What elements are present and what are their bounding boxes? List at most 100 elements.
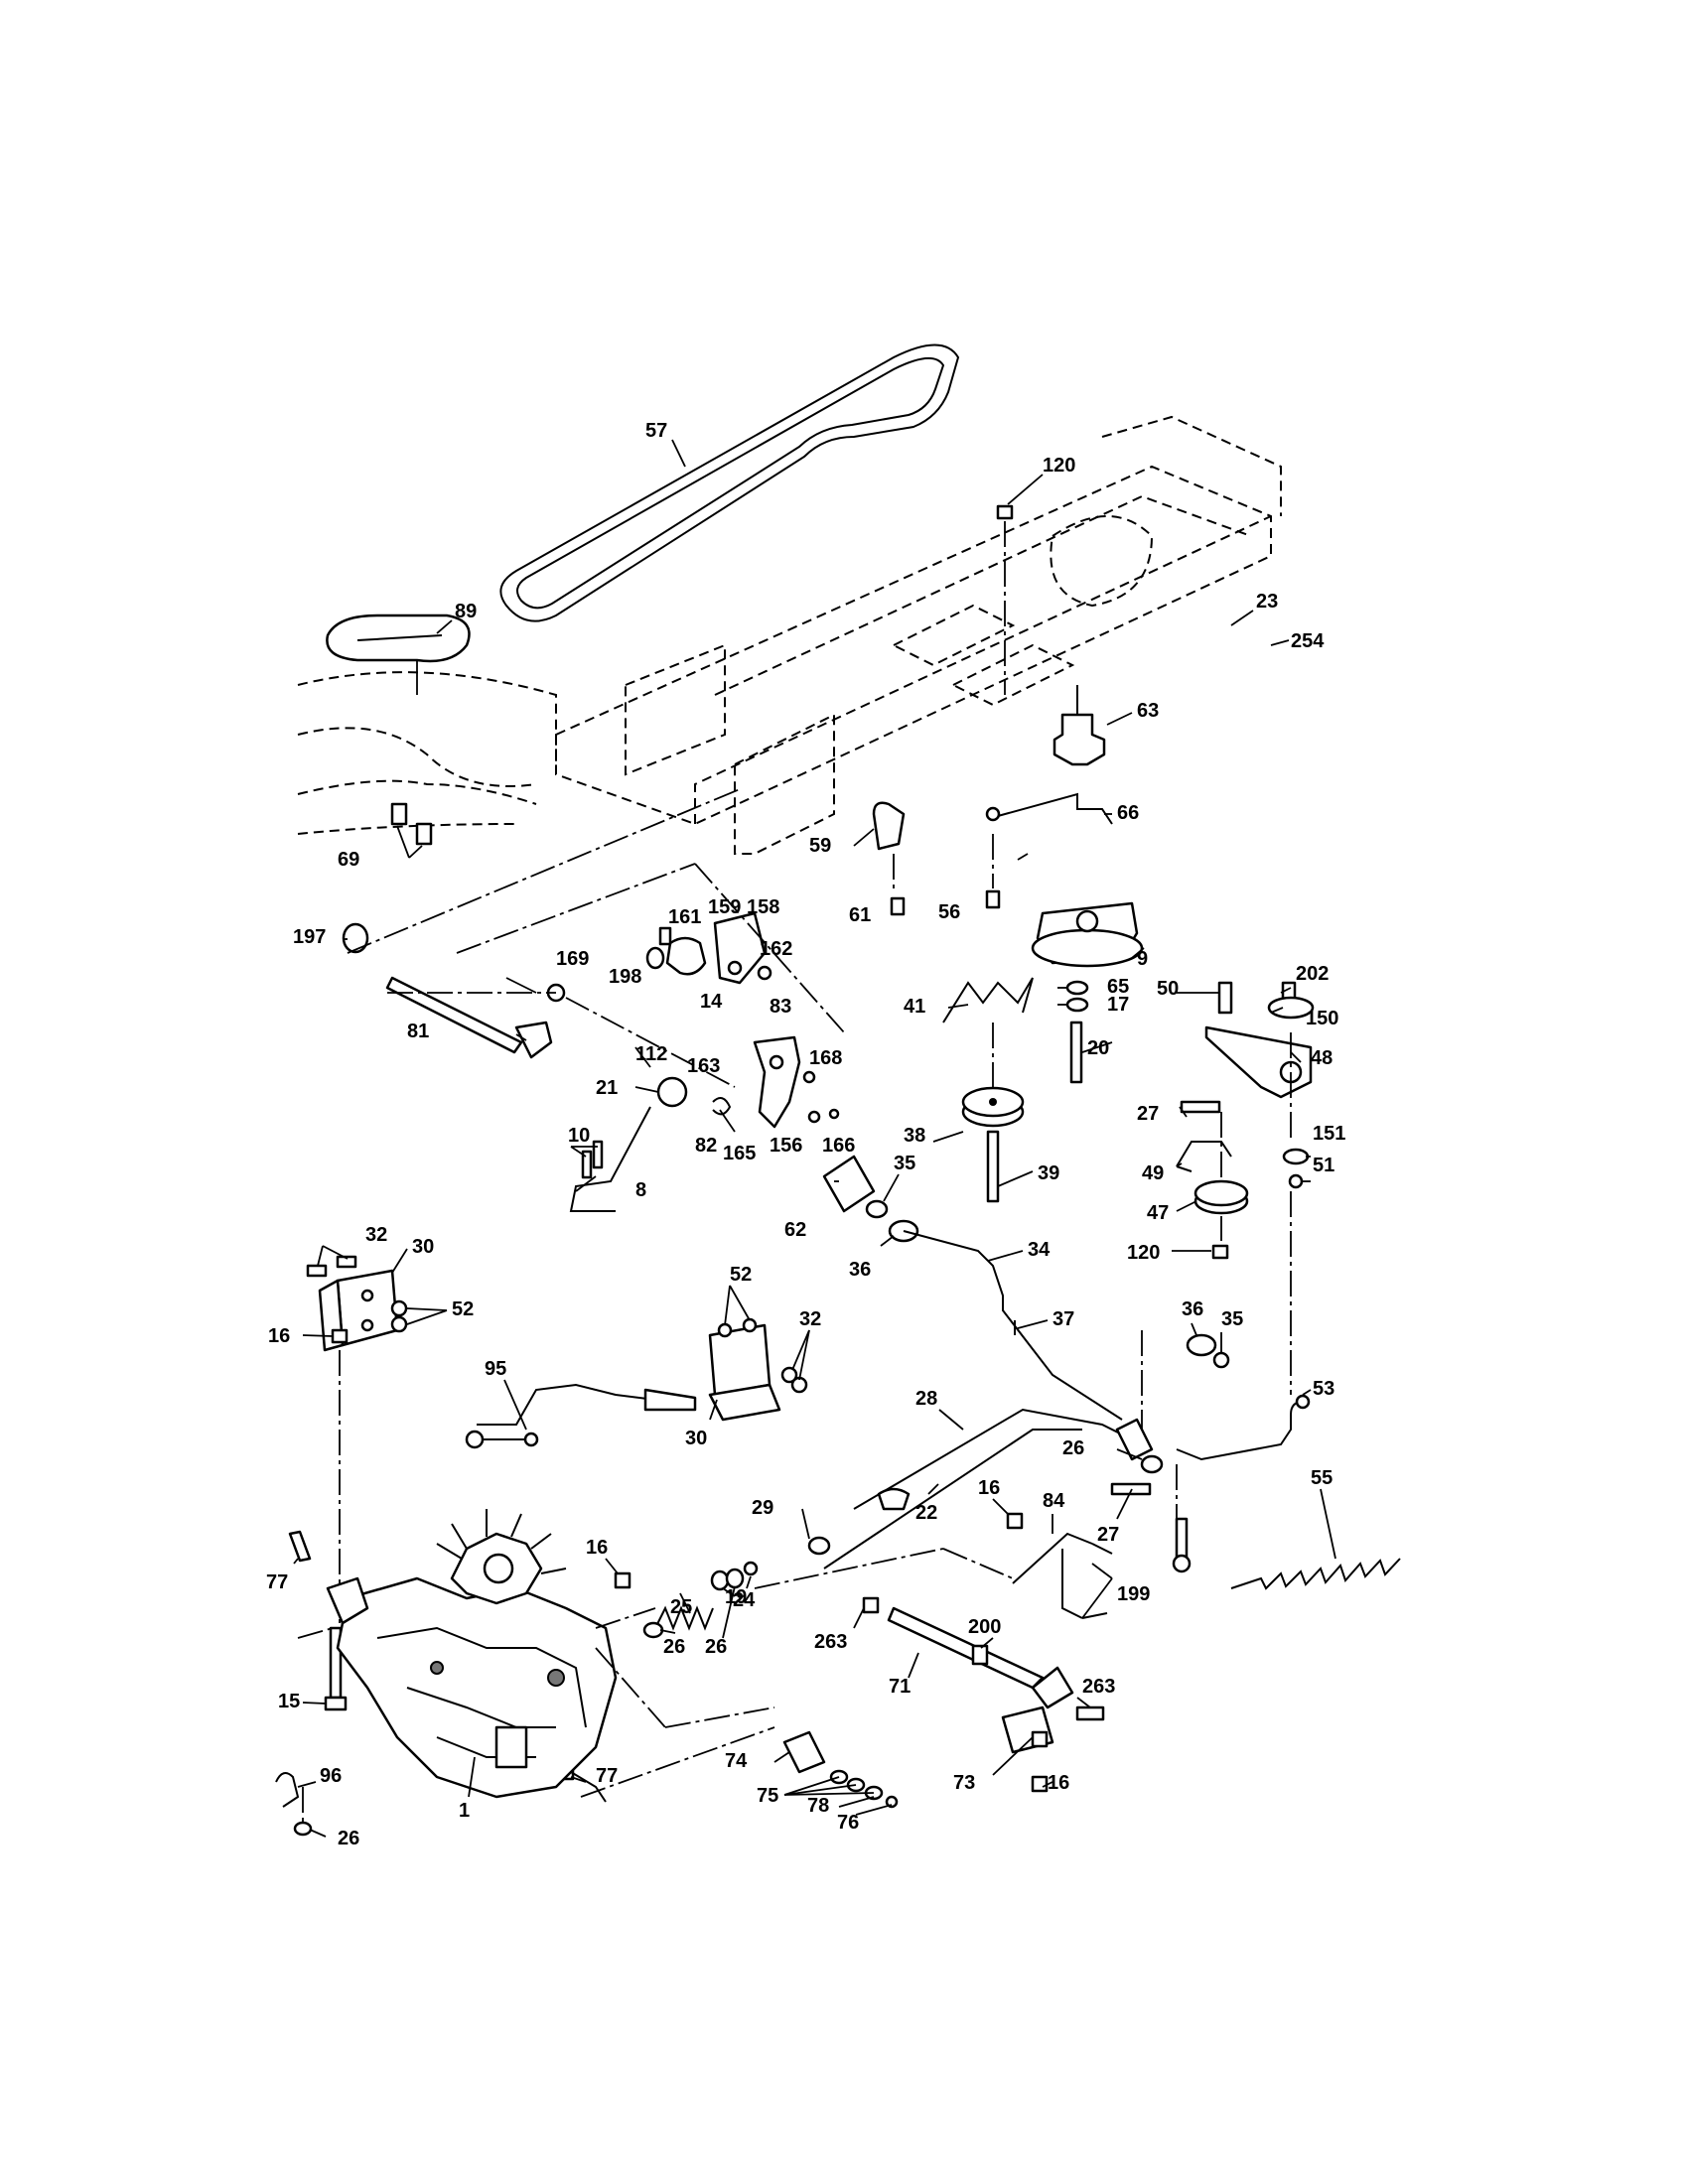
hardware xyxy=(275,504,1401,1837)
callout-30: 30 xyxy=(412,1236,434,1258)
callout-156: 156 xyxy=(770,1135,802,1157)
callout-112: 112 xyxy=(635,1043,667,1065)
callout-96: 96 xyxy=(320,1765,342,1787)
callout-37: 37 xyxy=(1052,1308,1074,1330)
callout-89: 89 xyxy=(455,601,477,622)
callout-198: 198 xyxy=(609,966,641,988)
callout-200: 200 xyxy=(968,1616,1001,1638)
callout-41: 41 xyxy=(904,996,925,1018)
seat-pan xyxy=(326,614,471,695)
callout-49: 49 xyxy=(1142,1162,1164,1184)
callout-169: 169 xyxy=(556,948,589,970)
callout-95: 95 xyxy=(485,1358,506,1380)
callout-57: 57 xyxy=(645,420,667,442)
callout-76: 76 xyxy=(837,1812,859,1834)
callout-158: 158 xyxy=(747,896,779,918)
callout-202: 202 xyxy=(1296,963,1329,985)
callout-63: 63 xyxy=(1137,700,1159,722)
callout-78: 78 xyxy=(807,1795,829,1817)
callout-50: 50 xyxy=(1157,978,1179,1000)
callout-62: 62 xyxy=(784,1219,806,1241)
callout-48: 48 xyxy=(1311,1047,1333,1069)
callout-10: 10 xyxy=(568,1125,590,1147)
callout-32: 32 xyxy=(365,1224,387,1246)
callout-16b: 16 xyxy=(978,1477,1000,1499)
callout-74: 74 xyxy=(725,1750,748,1772)
callout-34: 34 xyxy=(1028,1239,1051,1261)
callout-59: 59 xyxy=(809,835,831,857)
callout-52b: 52 xyxy=(730,1264,752,1286)
callout-263b: 263 xyxy=(1082,1676,1115,1698)
callout-151: 151 xyxy=(1313,1123,1345,1145)
chassis-frame xyxy=(297,415,1282,855)
callout-1: 1 xyxy=(459,1800,470,1822)
callout-16c: 16 xyxy=(586,1537,608,1559)
callout-26d: 26 xyxy=(338,1828,359,1849)
callout-82: 82 xyxy=(695,1135,717,1157)
callout-120: 120 xyxy=(1043,455,1075,477)
callout-16: 16 xyxy=(268,1325,290,1347)
callout-8: 8 xyxy=(635,1179,646,1201)
callout-35: 35 xyxy=(894,1153,915,1174)
callout-32b: 32 xyxy=(799,1308,821,1330)
callout-35b: 35 xyxy=(1221,1308,1243,1330)
callout-263: 263 xyxy=(814,1631,847,1653)
callout-29: 29 xyxy=(752,1497,773,1519)
callout-53: 53 xyxy=(1313,1378,1334,1400)
callout-36b: 36 xyxy=(1182,1298,1203,1320)
callout-labels: 57 120 89 23 254 63 66 59 61 56 69 197 1… xyxy=(266,420,1345,1849)
callout-26b: 26 xyxy=(663,1636,685,1658)
callout-21: 21 xyxy=(596,1077,618,1099)
callout-69: 69 xyxy=(338,849,359,871)
callout-14: 14 xyxy=(700,991,723,1013)
callout-168: 168 xyxy=(809,1047,842,1069)
callout-120b: 120 xyxy=(1127,1242,1160,1264)
callout-16d: 16 xyxy=(1048,1772,1069,1794)
callout-9: 9 xyxy=(1137,948,1148,970)
callout-23: 23 xyxy=(1256,591,1278,613)
callout-20: 20 xyxy=(1087,1037,1109,1059)
callout-61: 61 xyxy=(849,904,871,926)
callout-166: 166 xyxy=(822,1135,855,1157)
callout-197: 197 xyxy=(293,926,326,948)
callout-36: 36 xyxy=(849,1259,871,1281)
leader-lines xyxy=(293,439,1336,1838)
callout-17: 17 xyxy=(1107,994,1129,1016)
callout-52: 52 xyxy=(452,1298,474,1320)
callout-150: 150 xyxy=(1306,1008,1338,1029)
callout-55: 55 xyxy=(1311,1467,1333,1489)
callout-84: 84 xyxy=(1043,1490,1065,1512)
callout-83: 83 xyxy=(770,996,791,1018)
callout-51: 51 xyxy=(1313,1155,1334,1176)
callout-75: 75 xyxy=(757,1785,778,1807)
callout-77: 77 xyxy=(266,1571,288,1593)
callout-71: 71 xyxy=(889,1676,911,1698)
callout-66: 66 xyxy=(1117,802,1139,824)
callout-81: 81 xyxy=(407,1021,429,1042)
callout-161: 161 xyxy=(668,906,701,928)
callout-27: 27 xyxy=(1137,1103,1159,1125)
callout-163: 163 xyxy=(687,1055,720,1077)
callout-26: 26 xyxy=(1062,1437,1084,1459)
callout-38: 38 xyxy=(904,1125,925,1147)
callout-15: 15 xyxy=(278,1691,300,1712)
assembly-lines xyxy=(297,788,1292,1827)
callout-73: 73 xyxy=(953,1772,975,1794)
callout-47: 47 xyxy=(1147,1202,1169,1224)
callout-159: 159 xyxy=(708,896,741,918)
callout-30b: 30 xyxy=(685,1428,707,1449)
callout-24: 24 xyxy=(733,1589,756,1611)
drive-belt xyxy=(499,343,960,622)
callout-165: 165 xyxy=(723,1143,756,1164)
callout-19: 19 xyxy=(725,1586,747,1608)
callout-77b: 77 xyxy=(596,1765,618,1787)
callout-65: 65 xyxy=(1107,976,1129,998)
callout-254: 254 xyxy=(1291,630,1325,652)
callout-39: 39 xyxy=(1038,1162,1059,1184)
callout-199: 199 xyxy=(1117,1583,1150,1605)
callout-56: 56 xyxy=(938,901,960,923)
callout-27b: 27 xyxy=(1097,1524,1119,1546)
transaxle xyxy=(326,1509,618,1803)
callout-28: 28 xyxy=(915,1388,937,1410)
